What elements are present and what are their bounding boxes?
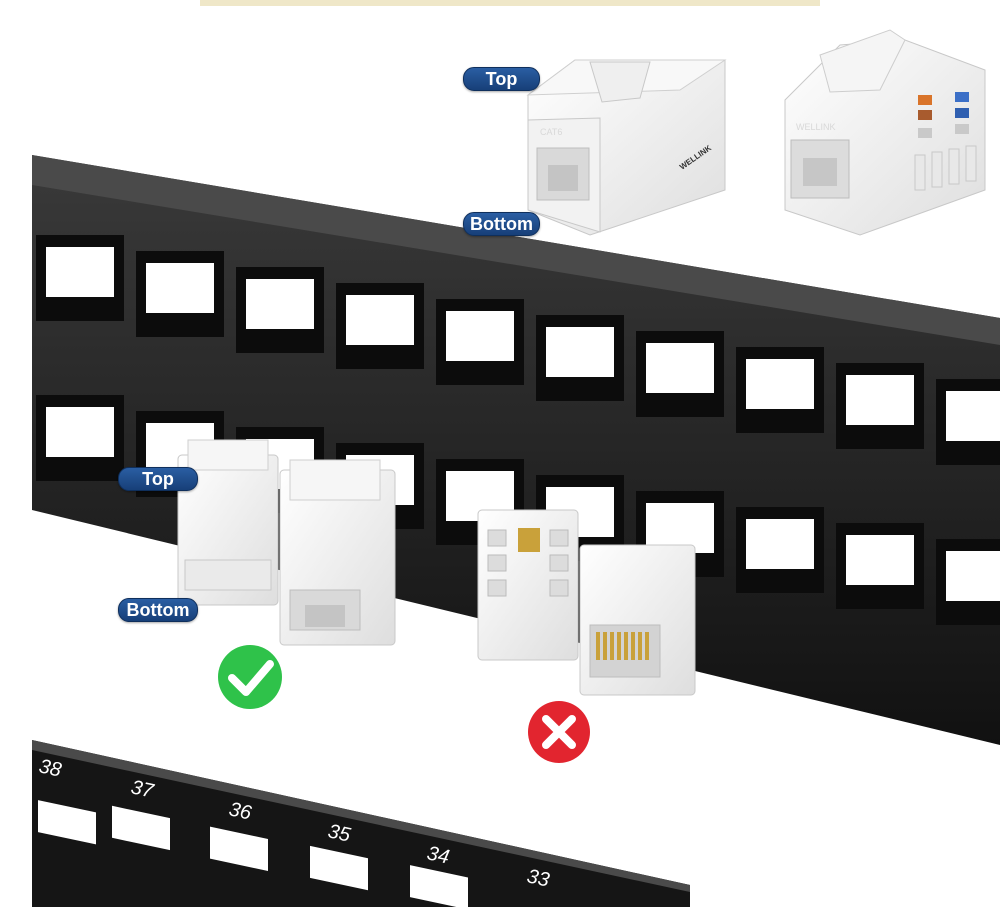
- embossed-brand-label: WELLINK: [796, 122, 836, 132]
- lower-port-opening: [746, 519, 814, 569]
- idc-teeth: [914, 145, 977, 191]
- lower-port-opening: [846, 535, 914, 585]
- check-mark-icon: [218, 645, 282, 709]
- cross-mark-icon: [528, 701, 590, 763]
- port-number-labels: 38 37 36 35 34 33: [37, 755, 551, 891]
- inserted-keystone-incorrect: [477, 509, 696, 696]
- upper-port-opening: [446, 311, 514, 361]
- top-label-lower: Top: [118, 467, 198, 491]
- keystone-module-side-view: WELLINK: [784, 29, 986, 236]
- wire-pairs: [918, 92, 969, 138]
- upper-port-opening: [646, 343, 714, 393]
- upper-port-opening: [146, 263, 214, 313]
- upper-port-opening: [846, 375, 914, 425]
- bottom-label-upper: Bottom: [463, 212, 540, 236]
- second-panel-ports: [38, 800, 468, 907]
- patch-panel-top-edge: [32, 155, 1000, 345]
- port-number-38: 38: [37, 755, 63, 781]
- upper-port-opening: [346, 295, 414, 345]
- upper-port-opening: [946, 391, 1000, 441]
- lower-port-opening: [46, 407, 114, 457]
- upper-port-opening: [546, 327, 614, 377]
- upper-port-opening: [746, 359, 814, 409]
- rj45-contacts: [596, 632, 649, 660]
- port-number-33: 33: [525, 865, 551, 891]
- second-panel-edge: [32, 740, 690, 892]
- upper-port-row: [36, 235, 1000, 465]
- inserted-keystone-correct: [177, 439, 396, 646]
- top-caption-strip: [200, 0, 820, 6]
- lower-port-opening: [946, 551, 1000, 601]
- upper-port-opening: [46, 247, 114, 297]
- embossed-cat-label: CAT6: [540, 127, 562, 137]
- coupler-module-top-view: CAT6 WELLINK: [526, 59, 727, 236]
- port-number-34: 34: [425, 842, 451, 868]
- bottom-label-lower: Bottom: [118, 598, 198, 622]
- top-label-upper: Top: [463, 67, 540, 91]
- upper-port-opening: [246, 279, 314, 329]
- idc-slots: [487, 528, 569, 597]
